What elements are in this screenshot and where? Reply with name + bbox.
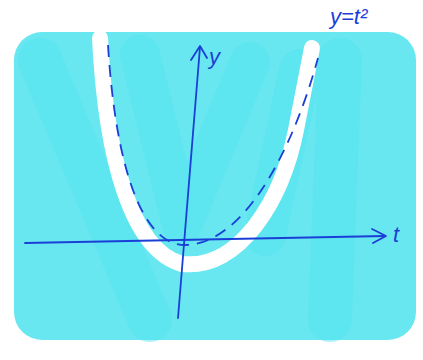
axis-label: t [393,224,399,246]
y-axis [178,47,200,318]
curve-equation: y=t² [330,6,367,28]
axis-label: y [209,46,220,68]
label-text: t [393,222,399,247]
label-text: y=t² [330,4,367,29]
white-gap [100,38,312,264]
axes [25,46,386,318]
axis-arrowhead [372,229,386,243]
parabola-curve [108,45,318,245]
axis-arrowhead [191,46,207,60]
label-text: y [209,44,220,69]
highlighter-fill [14,32,416,340]
t-axis [25,236,385,243]
